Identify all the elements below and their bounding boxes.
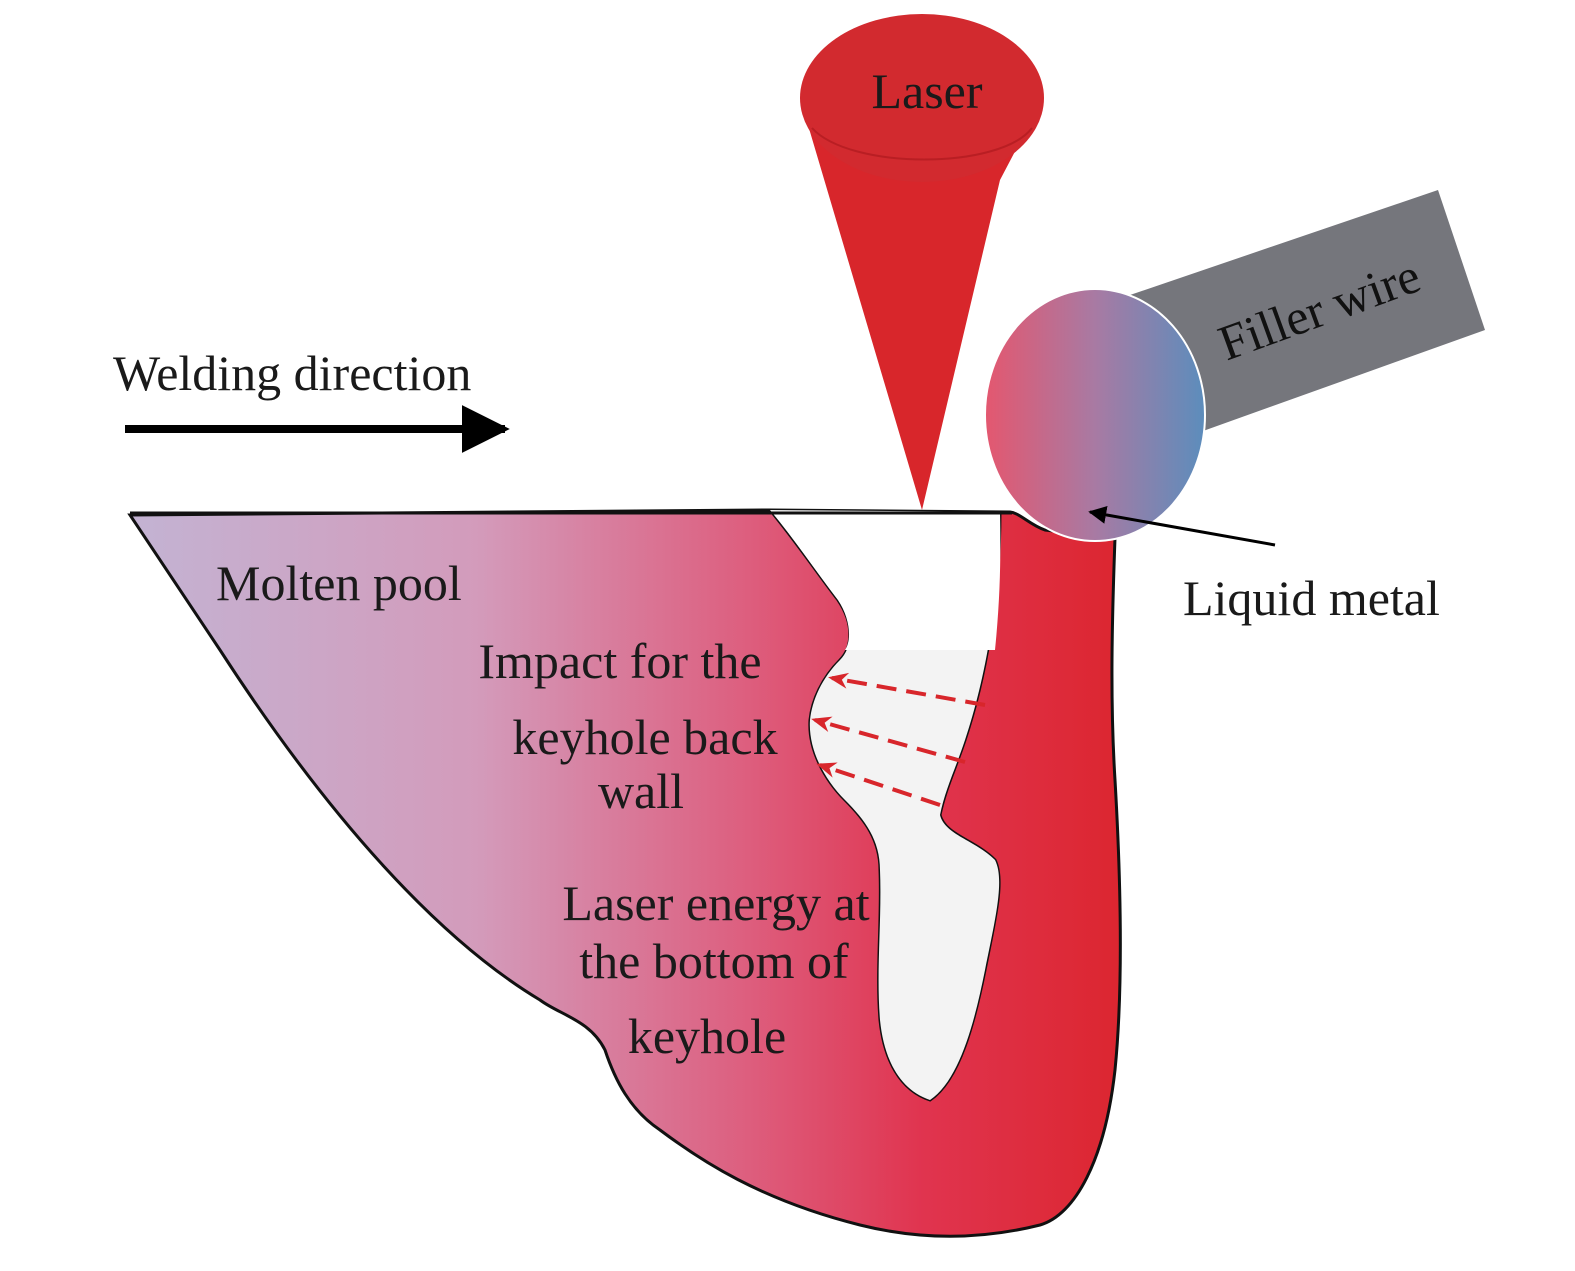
keyhole-top-opening [772,512,1001,650]
impact-arrow-2 [811,716,966,764]
energy-label-line-3: keyhole [628,1008,786,1064]
keyhole-cavity [770,510,1000,1100]
laser-beam-rim [811,127,1033,161]
impact-arrow-3 [816,762,941,807]
liquid-metal-droplet [984,288,1206,542]
welding-direction-label: Welding direction [113,345,471,401]
laser-beam [800,98,1043,510]
impact-arrow-1 [828,672,986,707]
energy-label-line-1: Laser energy at [562,875,869,931]
impact-label-line-3: wall [598,763,684,819]
molten-pool-label: Molten pool [216,555,462,611]
laser-beam-top [800,14,1044,182]
filler-wire-rod [1130,190,1485,440]
laser-label: Laser [871,63,982,119]
liquid-metal-pointer [1088,505,1276,547]
impact-label-line-1: Impact for the [478,633,761,689]
energy-label-line-2: the bottom of [579,933,849,989]
liquid-metal-label: Liquid metal [1183,570,1440,626]
impact-label-line-2: keyhole back [512,709,777,765]
